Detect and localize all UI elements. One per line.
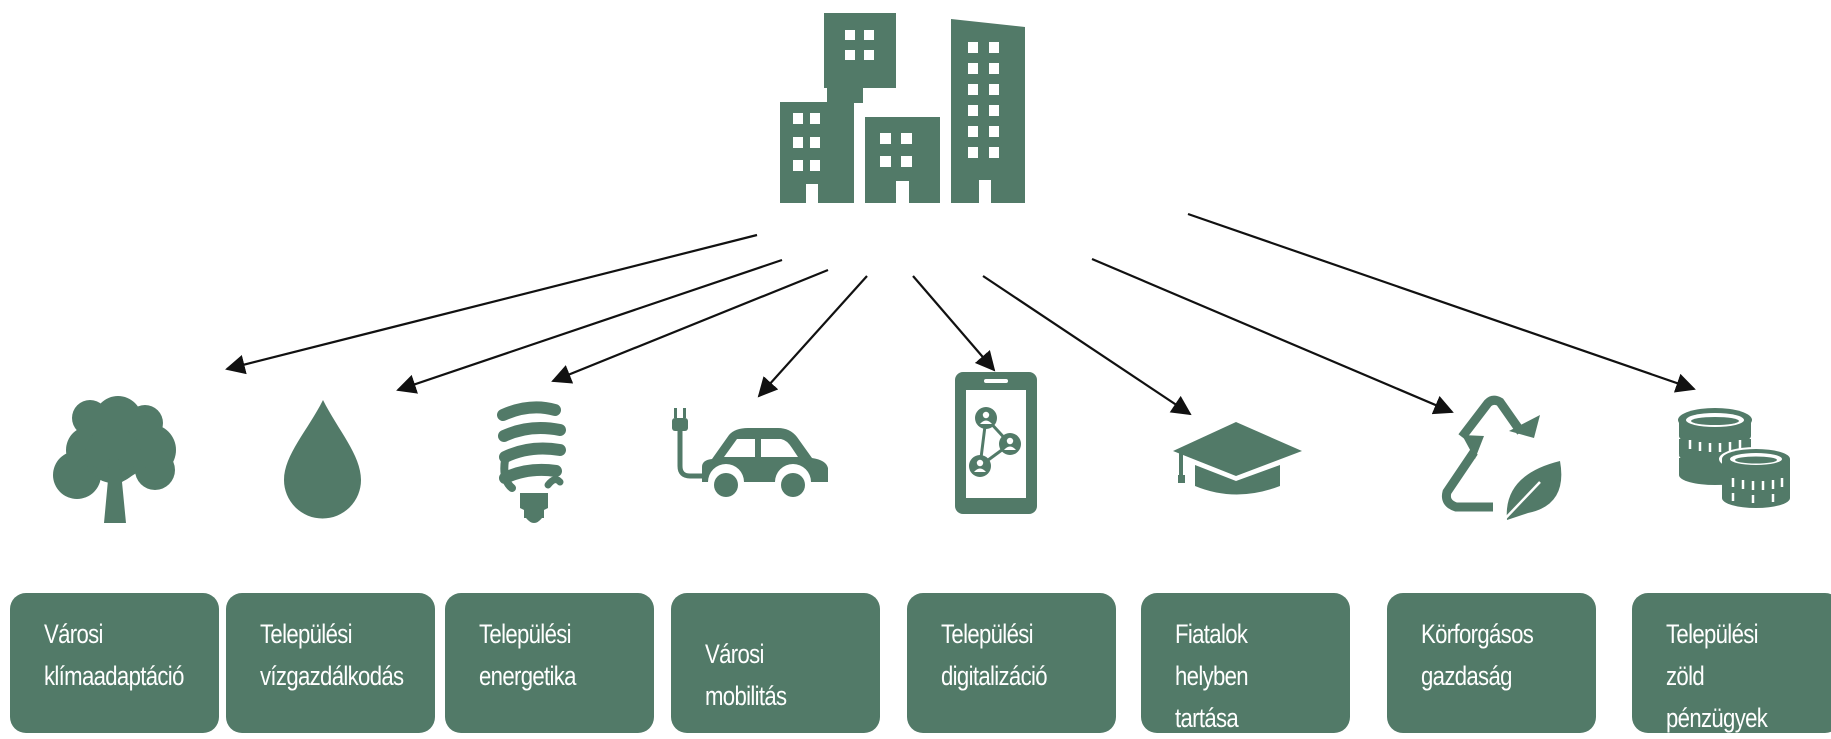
topic-box-8: Települési zöld pénzügyek <box>1632 593 1831 733</box>
arrow-3 <box>551 268 829 384</box>
arrow-2 <box>396 258 783 394</box>
arrows <box>225 212 1696 416</box>
arrow-5 <box>912 275 996 372</box>
topic-box-1: Városi klímaadaptáció <box>10 593 219 733</box>
recycle-leaf-icon <box>1441 395 1562 525</box>
topic-box-3: Települési energetika <box>445 593 654 733</box>
topic-label-3: Települési energetika <box>479 619 576 691</box>
arrow-6 <box>982 275 1192 416</box>
arrow-1 <box>225 233 758 375</box>
topic-label-6: Fiatalok helyben tartása <box>1175 619 1249 733</box>
electric-car-icon <box>672 408 828 497</box>
diagram-canvas <box>53 13 1793 525</box>
arrow-8 <box>1187 212 1696 393</box>
topic-label-5: Települési digitalizáció <box>941 619 1048 691</box>
tree-icon <box>53 396 176 523</box>
arrow-7 <box>1091 257 1454 415</box>
topic-box-2: Települési vízgazdálkodás <box>226 593 435 733</box>
graduation-cap-icon <box>1173 422 1302 495</box>
topic-box-7: Körforgásos gazdaság <box>1387 593 1596 733</box>
topic-label-7: Körforgásos gazdaság <box>1421 619 1534 691</box>
smartphone-network-icon <box>955 372 1037 514</box>
topic-box-6: Fiatalok helyben tartása <box>1141 593 1350 733</box>
arrow-4 <box>757 275 868 398</box>
topic-box-4: Városi mobilitás <box>671 593 880 733</box>
topic-label-4: Városi mobilitás <box>705 639 787 711</box>
topic-label-2: Települési vízgazdálkodás <box>260 619 404 691</box>
coins-icon <box>1678 408 1793 508</box>
topic-box-5: Települési digitalizáció <box>907 593 1116 733</box>
topic-label-8: Települési zöld pénzügyek <box>1666 619 1768 733</box>
energy-bulb-icon <box>497 401 566 523</box>
city-buildings-icon <box>780 13 1025 203</box>
topic-label-1: Városi klímaadaptáció <box>44 619 184 691</box>
water-drop-icon <box>284 400 361 519</box>
